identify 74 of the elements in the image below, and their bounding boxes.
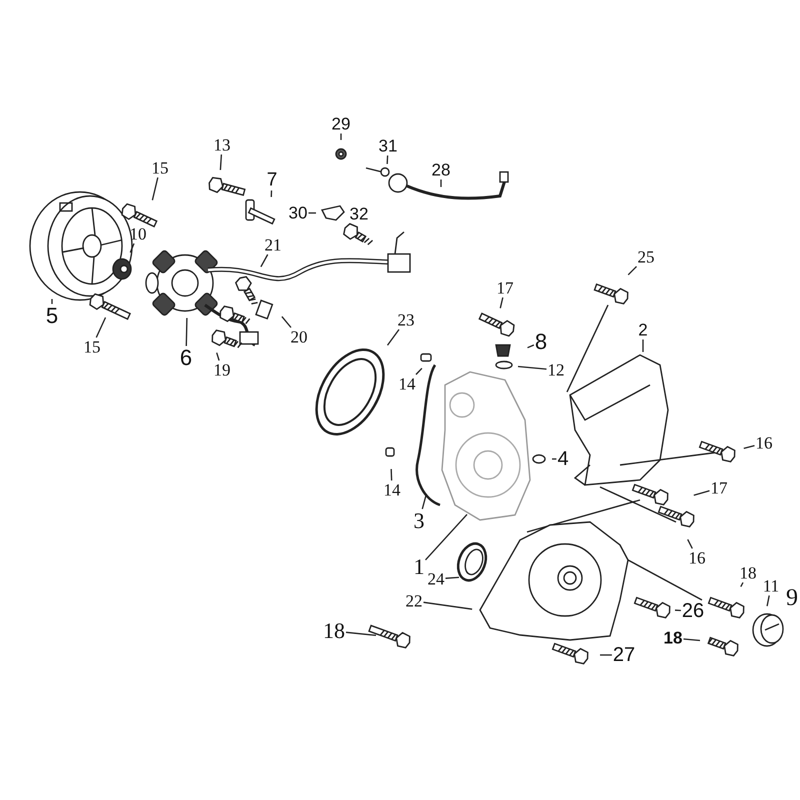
- callout-number: 19: [212, 360, 232, 380]
- callout-number: 8: [534, 330, 548, 354]
- callout-number: 20: [290, 328, 308, 346]
- leader-line: [425, 514, 468, 560]
- leader-line: [281, 316, 292, 328]
- leader-line: [308, 212, 316, 214]
- callout-number: 3: [412, 509, 426, 533]
- callout-number: 2: [637, 320, 649, 340]
- leader-line: [766, 595, 770, 606]
- leader-line: [694, 490, 710, 496]
- leader-line: [628, 266, 637, 276]
- leader-line: [744, 444, 755, 450]
- callout-number: 28: [430, 160, 452, 180]
- leader-line: [270, 190, 272, 198]
- leader-line: [216, 352, 220, 361]
- leader-line: [260, 254, 268, 268]
- callout-number: 12: [546, 360, 566, 380]
- callout-number: 6: [178, 346, 194, 370]
- leader-line: [687, 539, 693, 549]
- callout-number: 23: [396, 310, 416, 330]
- callout-number: 13: [212, 136, 232, 154]
- leader-line: [220, 154, 222, 170]
- leader-line: [440, 180, 442, 187]
- callout-number: 15: [82, 338, 102, 356]
- callout-number: 27: [612, 644, 636, 666]
- callout-number: 5: [44, 304, 60, 328]
- callout-number: 1: [412, 555, 426, 579]
- callout-number: 31: [378, 136, 398, 156]
- callout-number: 10: [128, 224, 148, 244]
- callout-number: 16: [688, 548, 706, 568]
- callout-number: 21: [264, 236, 282, 254]
- callout-number: 30: [288, 204, 308, 222]
- callout-number: 26: [680, 600, 706, 622]
- callout-number: 9: [785, 585, 799, 611]
- leader-line: [186, 318, 188, 346]
- leader-line: [390, 468, 392, 481]
- leader-line: [96, 317, 106, 338]
- leader-line: [600, 654, 612, 656]
- leader-line: [422, 494, 428, 510]
- callout-number: 32: [348, 204, 370, 224]
- leader-line: [740, 582, 744, 587]
- callout-number: 17: [496, 278, 514, 298]
- callout-number: 11: [762, 576, 780, 596]
- callout-number: 29: [330, 114, 352, 134]
- leader-line: [642, 340, 644, 352]
- leader-line: [527, 344, 534, 348]
- leader-line: [340, 134, 342, 140]
- leader-line: [500, 297, 504, 308]
- callout-number: 15: [150, 158, 170, 178]
- callout-number: 25: [636, 248, 656, 266]
- callout-number: 18: [662, 628, 684, 648]
- callout-number: 22: [404, 592, 424, 610]
- callout-number: 17: [710, 478, 728, 498]
- callout-number: 4: [556, 448, 570, 470]
- leader-line: [674, 610, 681, 612]
- callout-number: 14: [382, 480, 402, 500]
- callout-number: 16: [754, 434, 774, 452]
- leader-line: [416, 368, 422, 375]
- leader-line: [130, 243, 135, 253]
- callout-number: 7: [266, 170, 278, 190]
- callout-number: 24: [426, 570, 446, 588]
- callout-number: 18: [738, 564, 758, 582]
- leader-line: [51, 299, 53, 304]
- leader-line: [423, 602, 472, 610]
- leader-line: [386, 155, 388, 164]
- callout-number: 18: [322, 619, 346, 643]
- leader-line: [445, 576, 460, 579]
- leader-line: [518, 366, 547, 370]
- leader-line: [552, 458, 556, 460]
- leader-line: [386, 329, 400, 346]
- leader-line: [152, 177, 158, 200]
- callout-number: 14: [398, 374, 416, 394]
- leader-line: [683, 638, 700, 642]
- leader-line: [346, 632, 376, 636]
